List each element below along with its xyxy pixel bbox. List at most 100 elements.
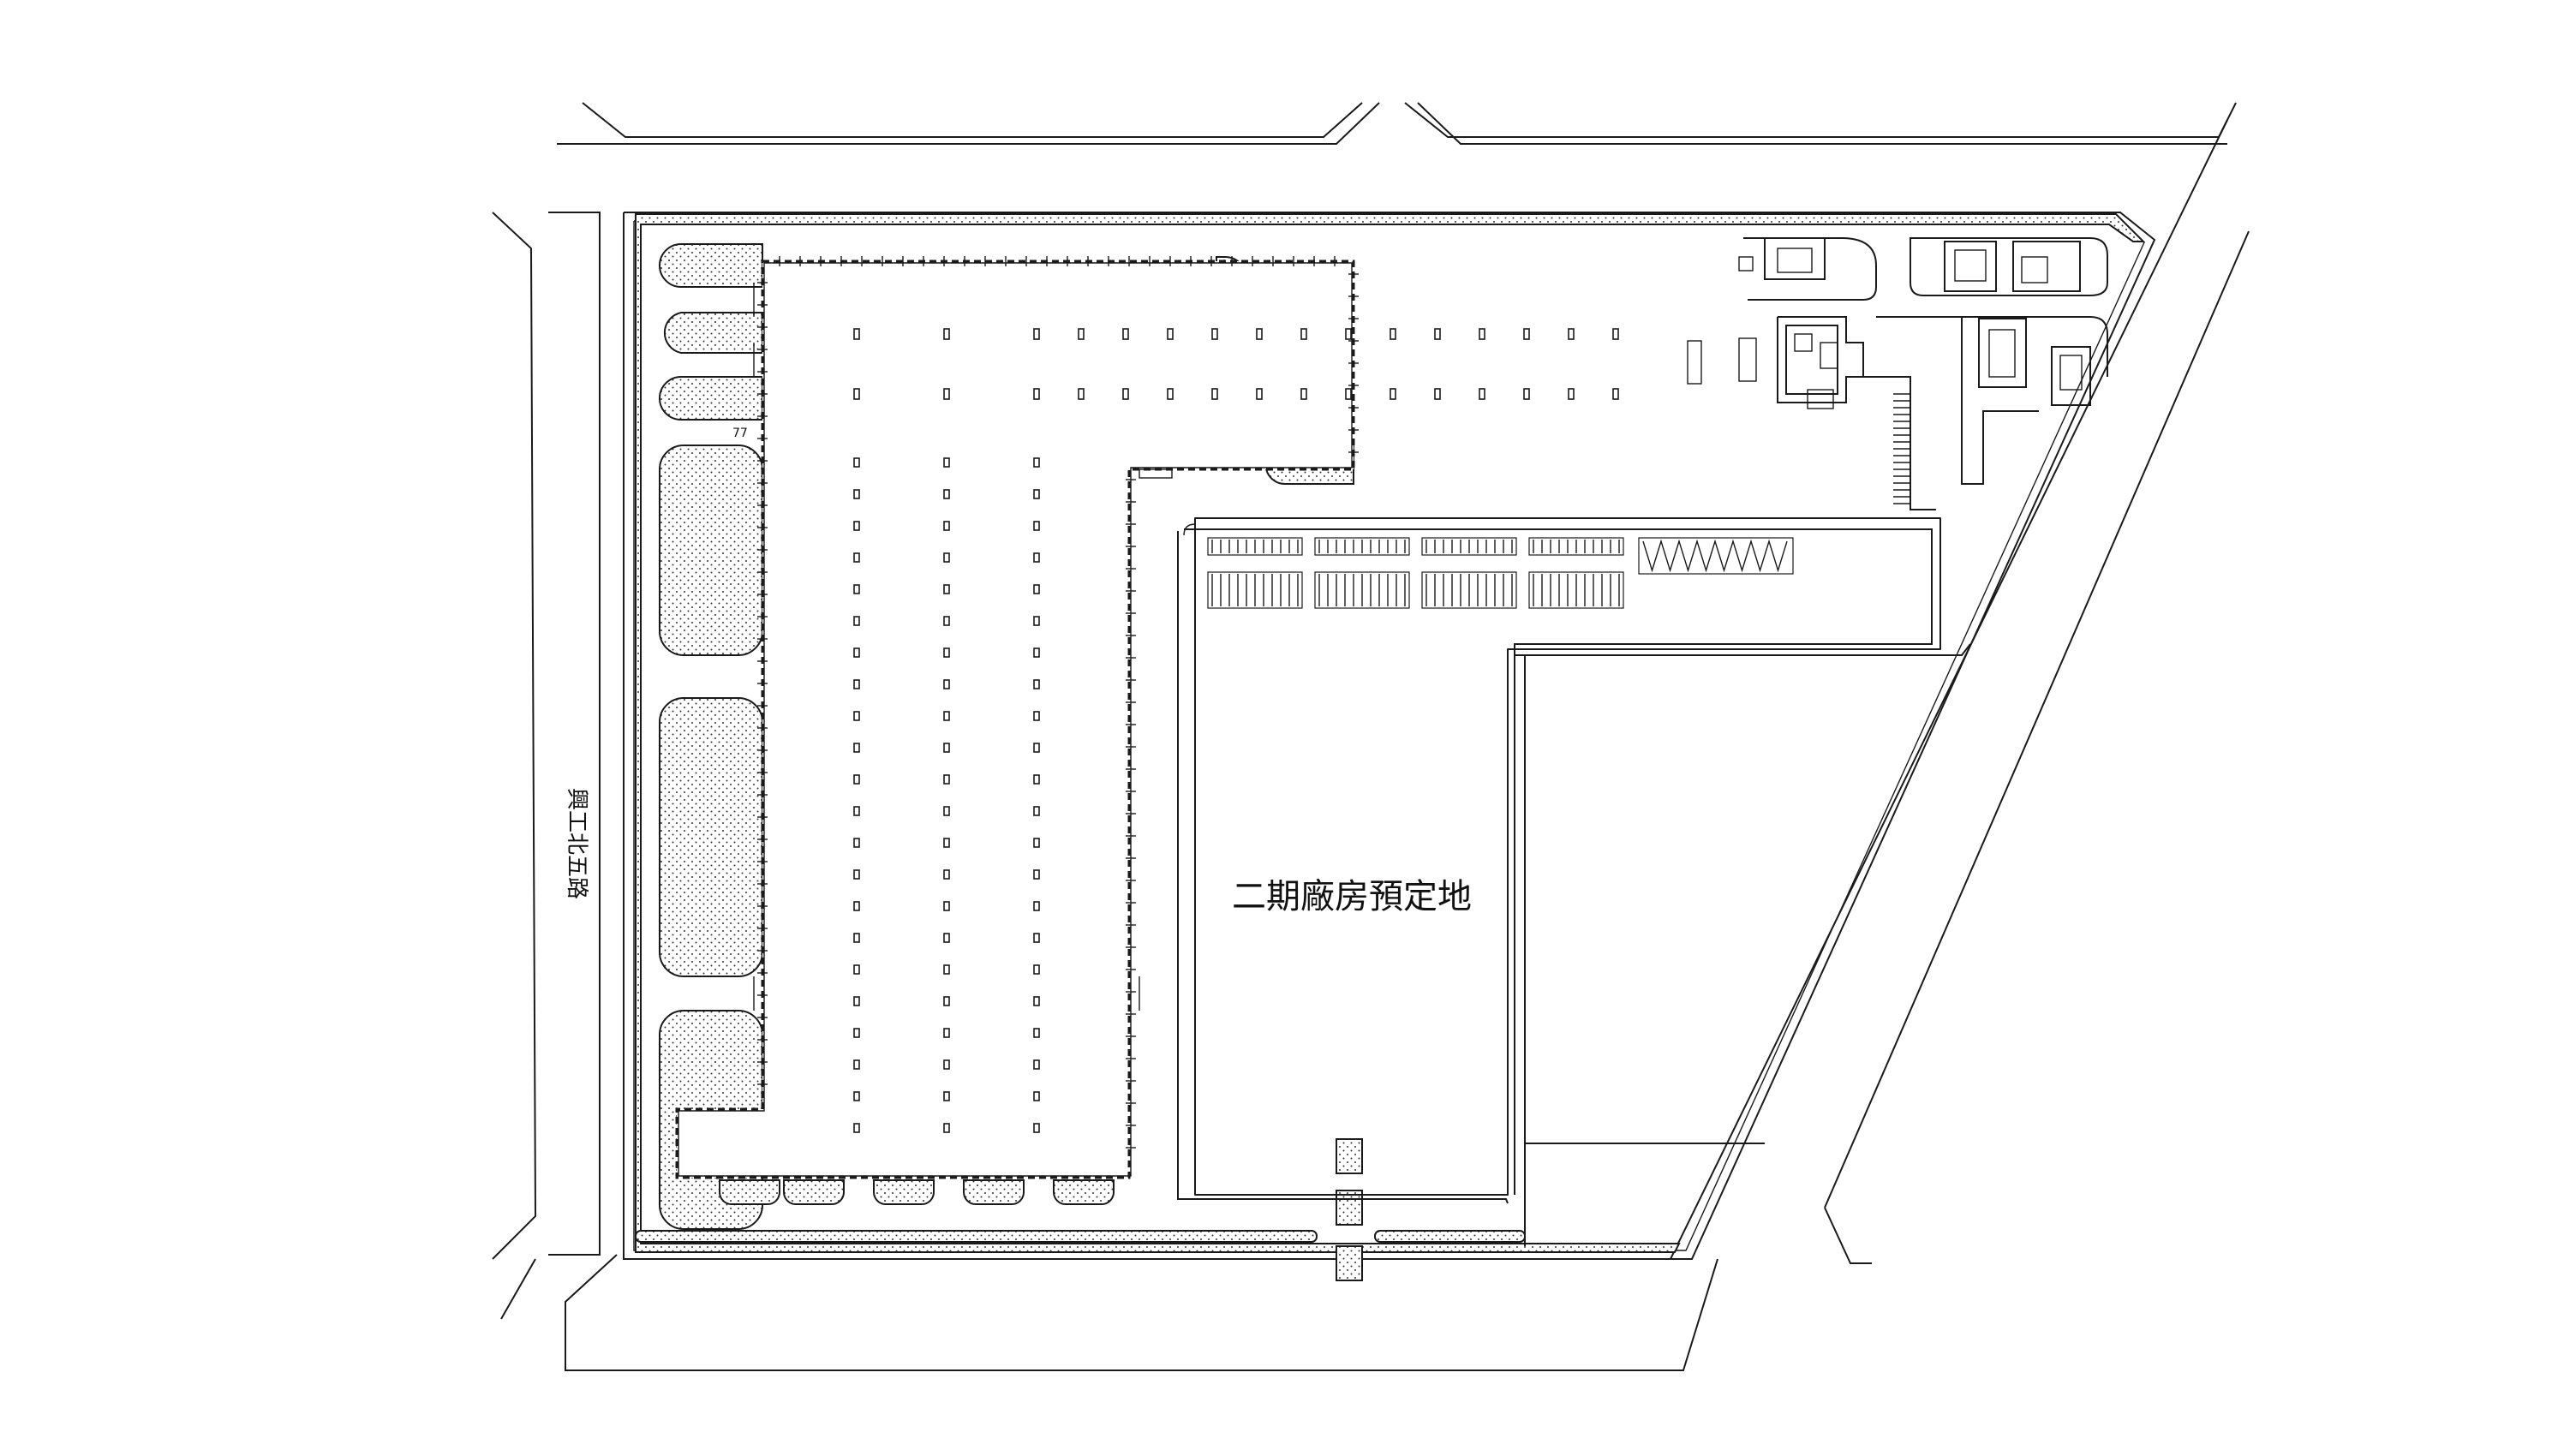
structural-column: [943, 743, 950, 753]
structural-column: [943, 1091, 950, 1101]
structural-column: [1078, 388, 1085, 400]
structural-column: [943, 838, 950, 848]
structural-column: [1033, 679, 1040, 689]
landscape-bump: [1336, 1138, 1363, 1174]
structural-column: [1612, 328, 1619, 340]
structural-column: [1033, 1123, 1040, 1133]
structural-column: [1122, 328, 1129, 340]
structural-column: [853, 1028, 860, 1038]
structural-column: [853, 964, 860, 975]
landscape-bump: [1053, 1179, 1115, 1205]
parking-block: [1314, 571, 1410, 609]
landscape-bump: [873, 1179, 935, 1205]
structural-column: [1211, 328, 1218, 340]
structural-column: [1167, 388, 1174, 400]
structural-column: [853, 489, 860, 499]
parking-block: [1314, 537, 1410, 556]
structural-column: [943, 933, 950, 943]
structural-column: [853, 996, 860, 1006]
parking-block: [1528, 571, 1624, 609]
structural-column: [853, 457, 860, 468]
structural-column: [1033, 521, 1040, 531]
structural-column: [1033, 457, 1040, 468]
parking-block: [1207, 571, 1303, 609]
structural-column: [943, 328, 950, 340]
structural-column: [1523, 388, 1530, 400]
structural-column: [853, 552, 860, 563]
site-boundary: [623, 212, 2156, 1260]
structural-column: [943, 774, 950, 785]
structural-column: [1033, 806, 1040, 816]
parking-block: [1528, 537, 1624, 556]
landscape-bump: [783, 1179, 845, 1205]
structural-column: [943, 1123, 950, 1133]
structural-column: [1568, 388, 1575, 400]
structural-column: [943, 679, 950, 689]
structural-column: [853, 679, 860, 689]
structural-column: [1033, 774, 1040, 785]
phase2-reserve-plot: 二期廠房預定地: [1177, 517, 1971, 1246]
structural-column: [1033, 584, 1040, 594]
structural-column: [853, 584, 860, 594]
structural-column: [943, 806, 950, 816]
structural-column: [1256, 388, 1263, 400]
structural-column: [943, 1059, 950, 1070]
structural-column: [853, 869, 860, 880]
surrounding-roads: [492, 102, 2250, 1371]
structural-column: [943, 457, 950, 468]
structural-column: [853, 1059, 860, 1070]
structural-column: [1390, 328, 1396, 340]
structural-column: [943, 1028, 950, 1038]
structural-column: [853, 616, 860, 626]
structural-column: [853, 838, 860, 848]
structural-column: [1479, 388, 1485, 400]
structural-column: [1033, 1059, 1040, 1070]
structural-column: [1033, 869, 1040, 880]
structural-column: [1345, 328, 1352, 340]
structural-column: [943, 964, 950, 975]
structural-column: [1612, 388, 1619, 400]
parking-block: [1421, 571, 1517, 609]
structural-column: [1390, 388, 1396, 400]
landscape-bump: [1336, 1245, 1363, 1281]
structural-column: [943, 584, 950, 594]
structural-column: [1033, 388, 1040, 400]
structural-column: [853, 711, 860, 721]
structural-column: [853, 647, 860, 658]
structural-column: [943, 521, 950, 531]
structural-column: [1434, 388, 1441, 400]
parking-area: [1207, 537, 1794, 609]
structural-column: [853, 901, 860, 911]
structural-column: [943, 647, 950, 658]
structural-column: [853, 328, 860, 340]
structural-column: [1434, 328, 1441, 340]
structural-column: [1122, 388, 1129, 400]
structural-column: [1033, 1028, 1040, 1038]
structural-column: [1479, 328, 1485, 340]
structural-column: [1033, 901, 1040, 911]
structural-column: [1033, 838, 1040, 848]
structural-column: [943, 711, 950, 721]
structural-column: [943, 996, 950, 1006]
structural-column: [853, 774, 860, 785]
structural-column: [1033, 1091, 1040, 1101]
parking-block: [1421, 537, 1517, 556]
structural-column: [943, 869, 950, 880]
landscape-bump: [719, 1179, 780, 1205]
structural-column: [853, 933, 860, 943]
structural-column: [1033, 964, 1040, 975]
parking-block: [1207, 537, 1303, 556]
main-factory-building: 77: [675, 256, 1619, 1179]
structural-column: [1033, 996, 1040, 1006]
road-name-label: 興工北五路: [564, 788, 589, 899]
structural-column: [853, 1123, 860, 1133]
grid-tag: 77: [732, 427, 748, 440]
structural-column: [1033, 743, 1040, 753]
utility-buildings: [1687, 237, 2108, 510]
structural-column: [943, 552, 950, 563]
structural-column: [1167, 328, 1174, 340]
zigzag-parking-stalls: [1642, 539, 1788, 573]
structural-column: [1033, 489, 1040, 499]
structural-column: [943, 616, 950, 626]
structural-column: [1078, 328, 1085, 340]
